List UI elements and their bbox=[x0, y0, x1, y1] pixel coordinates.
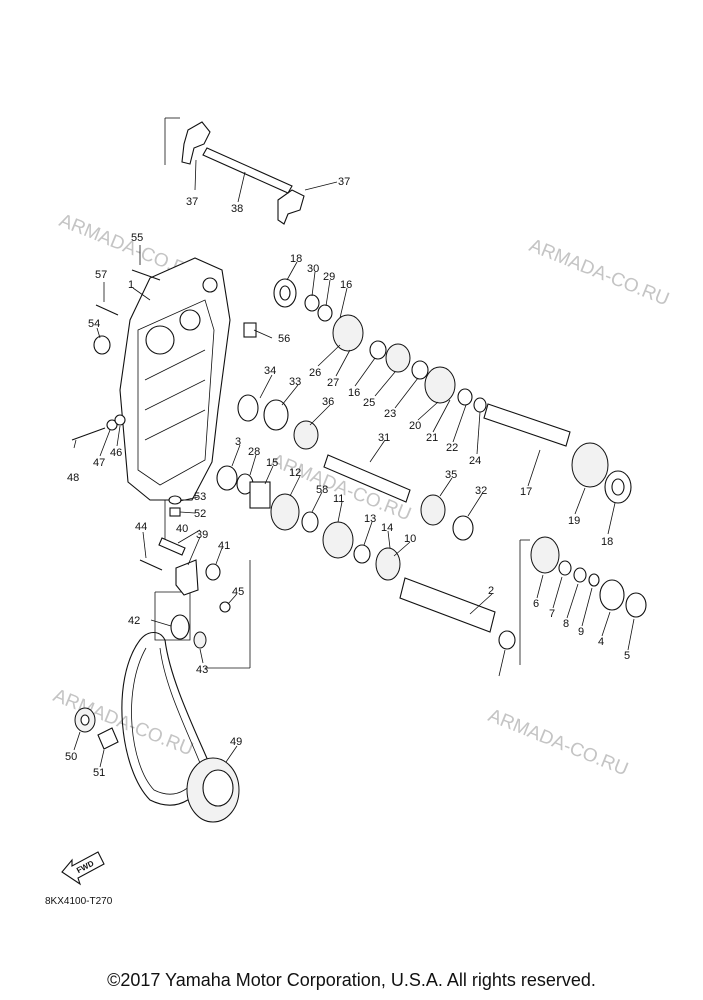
callout-label: 31 bbox=[378, 432, 390, 444]
diagram-code: 8KX4100-T270 bbox=[45, 896, 113, 907]
callout-label: 50 bbox=[65, 751, 77, 763]
callout-label: 57 bbox=[95, 269, 107, 281]
callout-label: 58 bbox=[316, 484, 328, 496]
callout-label: 18 bbox=[601, 536, 613, 548]
callout-label: 52 bbox=[194, 508, 206, 520]
callout-label: 34 bbox=[264, 365, 276, 377]
callout-label: 23 bbox=[384, 408, 396, 420]
callout-label: 39 bbox=[196, 529, 208, 541]
callout-label: 12 bbox=[289, 467, 301, 479]
callout-label: 37 bbox=[338, 176, 350, 188]
callout-label: 15 bbox=[266, 457, 278, 469]
callout-label: 22 bbox=[446, 442, 458, 454]
callout-label: 21 bbox=[426, 432, 438, 444]
callout-label: 42 bbox=[128, 615, 140, 627]
copyright-notice: ©2017 Yamaha Motor Corporation, U.S.A. A… bbox=[107, 970, 596, 990]
left-hardware bbox=[71, 269, 257, 441]
callout-label: 36 bbox=[322, 396, 334, 408]
middle-shaft-assembly bbox=[237, 394, 474, 541]
callout-label: 26 bbox=[309, 367, 321, 379]
callout-label: 53 bbox=[194, 491, 206, 503]
callout-label: 32 bbox=[475, 485, 487, 497]
fwd-arrow: FWD bbox=[61, 851, 105, 886]
callout-label: 10 bbox=[404, 533, 416, 545]
callout-label: 6 bbox=[533, 598, 539, 610]
callout-label: 30 bbox=[307, 263, 319, 275]
transmission-case bbox=[119, 257, 231, 501]
callout-label: 38 bbox=[231, 203, 243, 215]
callout-label: 1 bbox=[128, 279, 134, 291]
sprockets bbox=[74, 707, 240, 823]
shift-forks bbox=[181, 121, 305, 225]
callout-label: 17 bbox=[520, 486, 532, 498]
callout-label: 54 bbox=[88, 318, 100, 330]
callout-label: 8 bbox=[563, 618, 569, 630]
callout-label: 4 bbox=[598, 636, 604, 648]
callout-label: 41 bbox=[218, 540, 230, 552]
callout-label: 11 bbox=[333, 493, 344, 505]
callout-labels: 1 2 3 4 5 6 7 8 9 10 11 12 13 14 15 16 1… bbox=[65, 176, 630, 779]
upper-shaft-assembly bbox=[273, 278, 632, 504]
callout-label: 56 bbox=[278, 333, 290, 345]
callout-label: 29 bbox=[323, 271, 335, 283]
callout-label: 3 bbox=[235, 436, 241, 448]
callout-label: 13 bbox=[364, 513, 376, 525]
callout-label: 9 bbox=[578, 626, 584, 638]
callout-label: 33 bbox=[289, 376, 301, 388]
watermark: ARMADA-CO.RU bbox=[50, 685, 196, 760]
lower-left-hardware bbox=[139, 495, 231, 649]
callout-label: 55 bbox=[131, 232, 143, 244]
callout-label: 24 bbox=[469, 455, 481, 467]
callout-label: 46 bbox=[110, 447, 122, 459]
callout-label: 43 bbox=[196, 664, 208, 676]
callout-label: 44 bbox=[135, 521, 147, 533]
frame-lines bbox=[154, 117, 530, 669]
callout-label: 18 bbox=[290, 253, 302, 265]
callout-label: 37 bbox=[186, 196, 198, 208]
callout-label: 14 bbox=[381, 522, 393, 534]
callout-label: 20 bbox=[409, 420, 421, 432]
callout-label: 48 bbox=[67, 472, 79, 484]
callout-label: 47 bbox=[93, 457, 105, 469]
callout-label: 16 bbox=[340, 279, 352, 291]
callout-label: 19 bbox=[568, 515, 580, 527]
callout-label: 2 bbox=[488, 585, 494, 597]
watermark: ARMADA-CO.RU bbox=[526, 235, 672, 310]
leader-lines bbox=[73, 159, 635, 768]
watermark: ARMADA-CO.RU bbox=[485, 705, 631, 780]
callout-label: 28 bbox=[248, 446, 260, 458]
lower-shaft-assembly bbox=[216, 465, 647, 650]
callout-label: 16 bbox=[348, 387, 360, 399]
callout-label: 40 bbox=[176, 523, 188, 535]
callout-label: 35 bbox=[445, 469, 457, 481]
callout-label: 7 bbox=[549, 608, 555, 620]
callout-label: 45 bbox=[232, 586, 244, 598]
callout-label: 49 bbox=[230, 736, 242, 748]
callout-label: 51 bbox=[93, 767, 105, 779]
callout-label: 25 bbox=[363, 397, 375, 409]
callout-label: 27 bbox=[327, 377, 339, 389]
callout-label: 5 bbox=[624, 650, 630, 662]
